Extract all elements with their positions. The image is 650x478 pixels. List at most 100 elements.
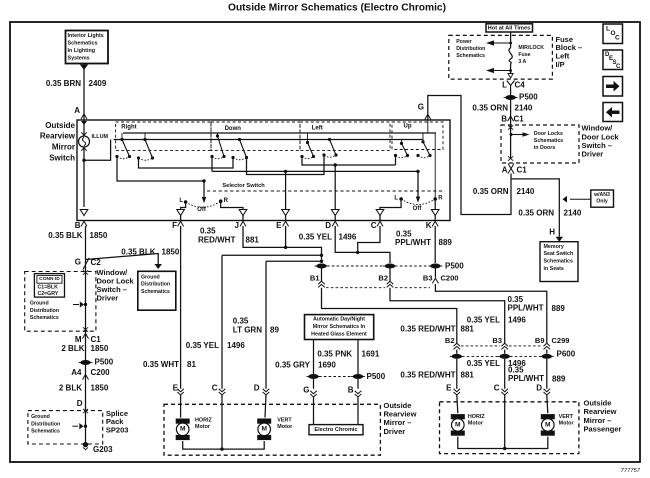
svg-text:I/P: I/P xyxy=(556,60,565,69)
svg-text:LT GRN: LT GRN xyxy=(233,325,262,334)
svg-text:C: C xyxy=(371,221,377,230)
svg-text:G: G xyxy=(75,257,81,266)
svg-text:S: S xyxy=(613,60,617,66)
svg-text:C2=GRY: C2=GRY xyxy=(38,291,59,297)
svg-text:F: F xyxy=(172,221,177,230)
svg-text:0.35 BLK: 0.35 BLK xyxy=(121,248,155,257)
svg-text:Passenger: Passenger xyxy=(584,425,622,434)
svg-text:0.35 RED/WHT: 0.35 RED/WHT xyxy=(400,370,455,379)
svg-text:C: C xyxy=(212,383,218,392)
svg-text:A4: A4 xyxy=(71,368,82,377)
svg-text:In Lighting: In Lighting xyxy=(68,48,96,54)
svg-text:B: B xyxy=(348,385,354,394)
svg-text:Ground: Ground xyxy=(31,414,50,420)
svg-text:Only: Only xyxy=(596,199,608,205)
svg-text:P500: P500 xyxy=(445,261,464,270)
svg-text:Door Lock: Door Lock xyxy=(582,132,620,141)
svg-text:881: 881 xyxy=(461,370,475,379)
svg-text:A: A xyxy=(74,106,80,115)
svg-text:M: M xyxy=(261,426,267,433)
svg-text:Switch –: Switch – xyxy=(97,285,127,294)
svg-text:D: D xyxy=(325,221,331,230)
svg-text:MIR/LOCK: MIR/LOCK xyxy=(518,45,544,51)
svg-text:2140: 2140 xyxy=(564,209,582,218)
svg-text:E: E xyxy=(276,221,282,230)
svg-text:R: R xyxy=(438,195,443,201)
svg-text:SP203: SP203 xyxy=(106,425,129,434)
svg-text:L: L xyxy=(394,195,398,201)
svg-text:D: D xyxy=(77,399,83,408)
svg-text:0.35 YEL: 0.35 YEL xyxy=(186,341,219,350)
svg-text:Left: Left xyxy=(556,52,570,61)
svg-text:Mirror –: Mirror – xyxy=(584,416,612,425)
svg-text:B2: B2 xyxy=(445,336,455,345)
svg-text:0.35 BRN: 0.35 BRN xyxy=(46,79,81,88)
svg-text:H: H xyxy=(549,228,555,237)
svg-text:1850: 1850 xyxy=(90,231,108,240)
svg-text:PPL/WHT: PPL/WHT xyxy=(395,238,431,247)
svg-text:Interior Lights: Interior Lights xyxy=(68,33,104,39)
svg-text:Window/: Window/ xyxy=(97,268,129,277)
svg-text:Motor: Motor xyxy=(195,424,211,430)
svg-text:1850: 1850 xyxy=(91,384,109,393)
svg-text:777757: 777757 xyxy=(621,468,641,474)
svg-text:0.35 ORN: 0.35 ORN xyxy=(472,103,508,112)
svg-text:1496: 1496 xyxy=(227,341,245,350)
svg-text:PPL/WHT: PPL/WHT xyxy=(508,303,544,312)
svg-text:in Seats: in Seats xyxy=(544,266,564,272)
svg-text:3 A: 3 A xyxy=(518,59,526,65)
svg-text:Systems: Systems xyxy=(68,56,90,62)
svg-text:B2: B2 xyxy=(378,274,388,283)
svg-text:C: C xyxy=(615,35,620,42)
svg-text:M: M xyxy=(545,421,551,428)
svg-text:A: A xyxy=(502,166,508,175)
svg-text:G: G xyxy=(303,385,309,394)
svg-text:Splice: Splice xyxy=(106,409,128,418)
svg-text:81: 81 xyxy=(187,360,196,369)
svg-text:0.35: 0.35 xyxy=(200,227,216,236)
svg-text:C1: C1 xyxy=(517,166,528,175)
svg-text:Selector Switch: Selector Switch xyxy=(222,183,265,189)
svg-text:0.35 BLK: 0.35 BLK xyxy=(48,231,82,240)
svg-text:ILLUM: ILLUM xyxy=(92,134,109,140)
svg-text:Power: Power xyxy=(456,39,472,45)
svg-text:C200: C200 xyxy=(441,274,459,283)
svg-text:G: G xyxy=(418,103,424,112)
svg-text:0.35: 0.35 xyxy=(508,365,524,374)
svg-text:0.35 YEL: 0.35 YEL xyxy=(467,359,500,368)
svg-text:D: D xyxy=(536,383,542,392)
svg-text:1496: 1496 xyxy=(339,232,357,241)
svg-text:Pack: Pack xyxy=(106,417,124,426)
svg-text:Fuse: Fuse xyxy=(518,52,530,58)
svg-text:M: M xyxy=(75,335,82,344)
svg-text:Driver: Driver xyxy=(97,294,119,303)
svg-text:L: L xyxy=(502,81,507,90)
svg-text:PPL/WHT: PPL/WHT xyxy=(508,374,544,383)
svg-text:1690: 1690 xyxy=(318,361,336,370)
svg-text:1496: 1496 xyxy=(508,315,526,324)
svg-text:B9: B9 xyxy=(535,336,545,345)
svg-text:C: C xyxy=(616,64,621,70)
svg-text:Motor: Motor xyxy=(277,424,293,430)
svg-text:D: D xyxy=(254,383,260,392)
svg-text:M: M xyxy=(455,421,461,428)
svg-text:Schematics: Schematics xyxy=(534,138,563,144)
svg-text:2140: 2140 xyxy=(515,103,533,112)
svg-text:Window/: Window/ xyxy=(582,124,614,133)
svg-text:0.35 GRY: 0.35 GRY xyxy=(275,361,310,370)
svg-text:C: C xyxy=(494,383,500,392)
svg-text:Schematics: Schematics xyxy=(68,40,98,46)
svg-text:Mirror –: Mirror – xyxy=(384,418,412,427)
svg-text:889: 889 xyxy=(439,238,453,247)
svg-text:J: J xyxy=(235,221,239,230)
svg-text:0.35: 0.35 xyxy=(233,316,249,325)
svg-text:Up: Up xyxy=(404,123,412,129)
svg-text:1850: 1850 xyxy=(162,248,180,257)
svg-text:Door Locks: Door Locks xyxy=(534,131,563,137)
svg-text:Schematics: Schematics xyxy=(456,53,485,59)
svg-text:E: E xyxy=(609,56,613,62)
svg-text:Driver: Driver xyxy=(582,150,604,159)
svg-text:L: L xyxy=(179,198,183,204)
svg-text:M: M xyxy=(180,426,186,433)
svg-text:Mirror Schematics In: Mirror Schematics In xyxy=(313,324,365,330)
